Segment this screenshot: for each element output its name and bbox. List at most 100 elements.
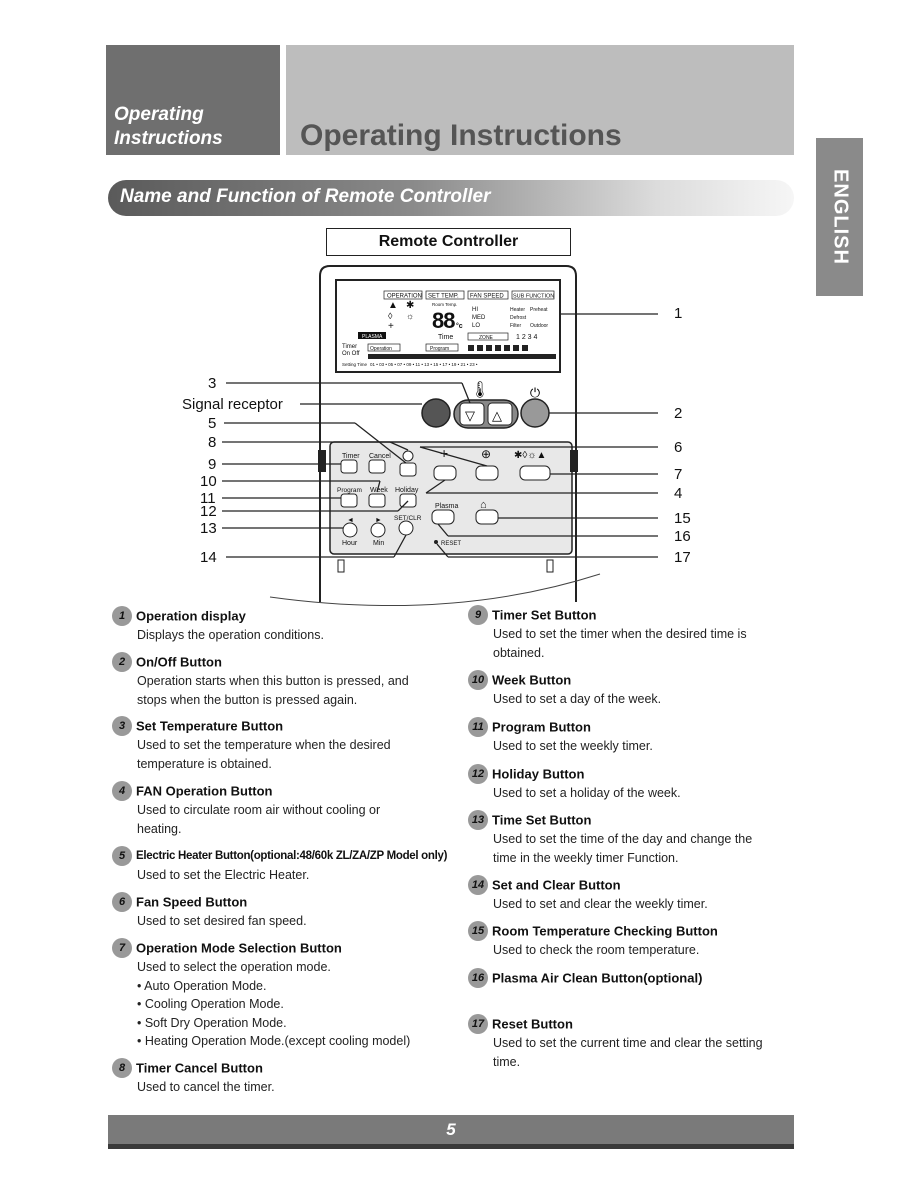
temp-down-button[interactable] [459, 402, 485, 426]
item-title: Holiday Button [492, 766, 585, 782]
temp-up-button[interactable] [487, 402, 513, 426]
fan-level-med: MED [472, 315, 486, 321]
item-number: 9 [468, 605, 488, 625]
item-number: 11 [468, 717, 488, 737]
item-title: On/Off Button [136, 654, 222, 670]
item-number: 4 [112, 781, 132, 801]
reset-button[interactable] [434, 540, 438, 544]
sub-filter: Filter [510, 323, 521, 329]
fan-level-lo: LO [472, 323, 480, 329]
holiday-button[interactable] [399, 493, 417, 508]
item-desc: stops when the button is pressed again. [137, 692, 358, 707]
item-desc: temperature is obtained. [137, 756, 272, 771]
item-number: 12 [468, 764, 488, 784]
fan-operation-button[interactable] [433, 465, 457, 481]
right-arrow-icon: ► [375, 517, 382, 524]
plasma-button[interactable] [431, 509, 455, 525]
page-number: 5 [446, 1120, 456, 1139]
heat-mode-icon: ☼ [406, 311, 414, 321]
item-number: 14 [468, 875, 488, 895]
item-title: Program Button [492, 719, 591, 735]
item-title: Reset Button [492, 1016, 573, 1032]
callout-13: 13 [200, 520, 217, 537]
item-title: Timer Cancel Button [136, 1060, 263, 1076]
left-arrow-icon: ◄ [347, 517, 354, 524]
operation-mode-button[interactable] [519, 465, 551, 481]
display-timer: Timer [342, 344, 357, 350]
callout-9: 9 [208, 456, 216, 473]
item-desc: Used to set the temperature when the des… [137, 738, 391, 752]
timer-label: Timer [342, 453, 360, 460]
item-desc: Used to set a holiday of the week. [493, 786, 681, 800]
temperature-digits: 88 [432, 308, 455, 333]
language-tab-label: ENGLISH [829, 169, 851, 265]
operation-mode-icons: ✱◊☼▲ [514, 450, 546, 461]
display-hour-scale: 01 • 03 • 05 • 07 • 09 • 11 • 13 • 15 • … [370, 362, 478, 367]
set-clear-button[interactable] [398, 520, 414, 536]
timer-set-button[interactable] [340, 459, 358, 474]
item-title: Set and Clear Button [492, 877, 621, 893]
signal-receptor [421, 398, 451, 428]
callout-3: 3 [208, 375, 216, 392]
auto-mode-icon: ▲ [388, 300, 398, 311]
on-off-button[interactable] [520, 398, 550, 428]
sub-defrost: Defrost [510, 315, 527, 321]
sub-outdoor: Outdoor [530, 323, 548, 329]
callout-2: 2 [674, 405, 682, 422]
item-title: Room Temperature Checking Button [492, 923, 718, 939]
item-desc: Used to circulate room air without cooli… [137, 803, 381, 817]
display-plasma: PLASMA [362, 334, 383, 340]
dry-mode-icon: ◊ [388, 311, 393, 321]
display-tab-operation: OPERATION [387, 294, 422, 300]
display-tab-set-temp: SET TEMP. [428, 294, 459, 300]
item-number: 17 [468, 1014, 488, 1034]
electric-heater-button[interactable] [399, 462, 417, 477]
room-temp-check-button[interactable] [475, 509, 499, 525]
celsius-icon: °c [456, 322, 463, 330]
program-label: Program [337, 487, 362, 494]
callout-5: 5 [208, 415, 216, 432]
program-button[interactable] [340, 493, 358, 508]
hour-button[interactable] [342, 522, 358, 538]
section-label-line2: Instructions [114, 128, 223, 149]
room-temp-icon: ⌂ [480, 499, 487, 511]
week-button[interactable] [368, 493, 386, 508]
item-desc: Used to set the time of the day and chan… [493, 832, 753, 846]
display-on-off: On Off [342, 351, 360, 357]
callout-16: 16 [674, 528, 691, 545]
sub-heater: Heater [510, 307, 525, 313]
fan-speed-button[interactable] [475, 465, 499, 481]
callout-10: 10 [200, 473, 217, 490]
item-title: Electric Heater Button(optional:48/60k Z… [136, 850, 448, 862]
remote-controller-diagram: OPERATION SET TEMP. FAN SPEED SUB FUNCTI… [182, 265, 691, 607]
item-desc: • Heating Operation Mode.(except cooling… [137, 1034, 411, 1048]
item-number: 7 [112, 938, 132, 958]
item-number: 10 [468, 670, 488, 690]
callout-6: 6 [674, 439, 682, 456]
min-button[interactable] [370, 522, 386, 538]
callout-14: 14 [200, 549, 217, 566]
item-number: 8 [112, 1058, 132, 1078]
section-heading-bar: Name and Function of Remote Controller [108, 180, 794, 216]
item-title: Set Temperature Button [136, 718, 284, 734]
hour-label: Hour [342, 540, 358, 547]
item-number: 2 [112, 652, 132, 672]
timer-cancel-button[interactable] [368, 459, 386, 474]
item-title: Fan Speed Button [136, 894, 248, 910]
down-triangle-icon: ▽ [465, 408, 475, 423]
item-title: Operation display [136, 608, 246, 624]
item-desc: Used to select the operation mode. [137, 960, 331, 974]
sub-preheat: Preheat [530, 307, 548, 313]
fan-mode-icon: + [388, 321, 394, 332]
fan-speed-icon: ⊕ [481, 447, 491, 461]
item-desc: Used to set a day of the week. [493, 692, 662, 706]
